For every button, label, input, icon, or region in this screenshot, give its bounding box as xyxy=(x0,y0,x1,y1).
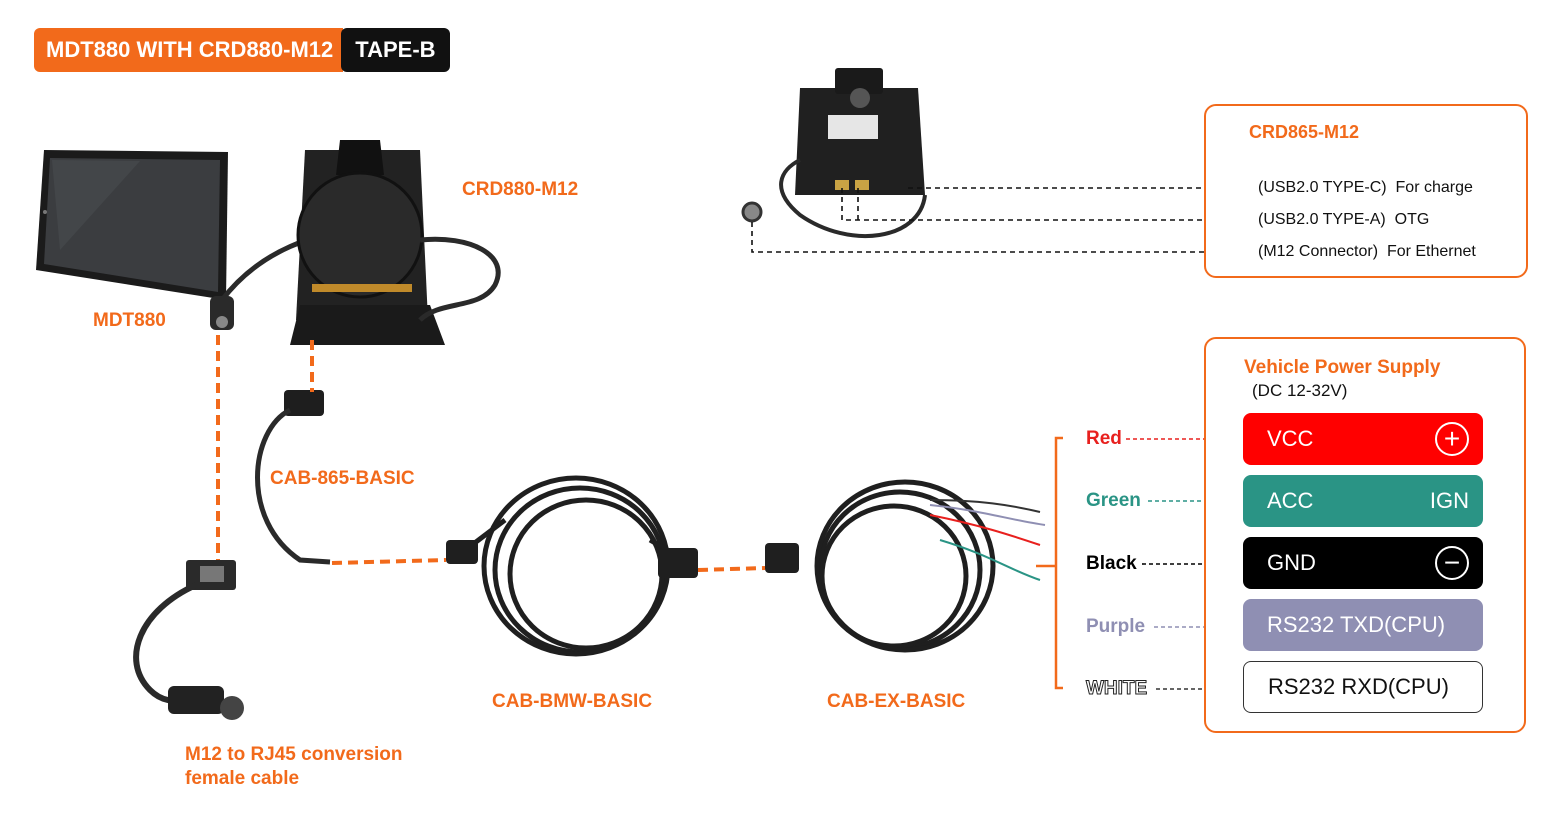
cradle-image xyxy=(290,140,501,345)
plus-icon: + xyxy=(1435,422,1469,456)
wire-label-red: Red xyxy=(1086,428,1122,449)
pin-label: ACC xyxy=(1267,488,1314,513)
port-name: (USB2.0 TYPE-C) xyxy=(1258,179,1387,196)
label-cab865: CAB-865-BASIC xyxy=(270,468,415,489)
port-name: (M12 Connector) xyxy=(1258,243,1379,260)
port-desc: For Ethernet xyxy=(1386,243,1476,260)
label-ex: CAB-EX-BASIC xyxy=(827,691,966,712)
pin-rxd: RS232 RXD(CPU) xyxy=(1243,661,1483,713)
ex-connector xyxy=(765,543,799,573)
wire-label-purple: Purple xyxy=(1086,616,1146,637)
wire-label-black: Black xyxy=(1086,553,1137,574)
tape-badge: TAPE-B xyxy=(341,28,450,72)
crd865-device-image xyxy=(741,68,927,238)
crd865-port-m12: (M12 Connector) For Ethernet xyxy=(1258,243,1476,261)
m12-rj45-cable-image xyxy=(133,560,244,720)
pin-label: RS232 RXD(CPU) xyxy=(1268,674,1449,699)
orange-connections xyxy=(216,335,766,572)
pin-vcc: VCC + xyxy=(1243,413,1483,465)
wire-bracket xyxy=(1036,436,1063,690)
label-cradle: CRD880-M12 xyxy=(462,179,579,200)
port-name: (USB2.0 TYPE-A) xyxy=(1258,211,1386,228)
label-bmw: CAB-BMW-BASIC xyxy=(492,691,653,712)
pin-txd: RS232 TXD(CPU) xyxy=(1243,599,1483,651)
crd865-port-typec: (USB2.0 TYPE-C) For charge xyxy=(1258,179,1473,197)
crd865-box: CRD865-M12 (USB2.0 TYPE-C) For charge (U… xyxy=(1204,104,1528,278)
pin-label: GND xyxy=(1267,550,1316,575)
label-tablet: MDT880 xyxy=(93,310,166,331)
ex-wire-ends xyxy=(929,499,1046,581)
crd865-title: CRD865-M12 xyxy=(1249,122,1360,142)
pin-acc: ACC IGN xyxy=(1243,475,1483,527)
bmw-connector-right xyxy=(658,548,698,578)
port-desc: For charge xyxy=(1395,179,1473,196)
title-bar: MDT880 WITH CRD880-M12 TAPE-B xyxy=(34,28,450,72)
crd865-port-typea: (USB2.0 TYPE-A) OTG xyxy=(1258,211,1429,229)
wire-label-green: Green xyxy=(1086,490,1141,511)
minus-icon: − xyxy=(1435,546,1469,580)
pin-gnd: GND − xyxy=(1243,537,1483,589)
power-supply-subtitle: (DC 12-32V) xyxy=(1252,381,1348,400)
label-m12-line1: M12 to RJ45 conversion xyxy=(185,744,403,765)
pin-extra: IGN xyxy=(1429,488,1469,513)
page-title: MDT880 WITH CRD880-M12 xyxy=(34,28,344,72)
port-desc: OTG xyxy=(1394,211,1430,228)
power-supply-title: Vehicle Power Supply xyxy=(1244,357,1441,378)
bmw-cable-image xyxy=(466,475,687,657)
pin-label: RS232 TXD(CPU) xyxy=(1267,612,1446,637)
pin-label: VCC xyxy=(1267,426,1314,451)
crd865-leader-lines xyxy=(751,187,1256,253)
tablet-image xyxy=(36,150,228,300)
cab865-cable-image xyxy=(255,390,331,565)
wire-label-white: WHITE xyxy=(1085,678,1148,700)
ex-cable-image xyxy=(814,479,996,653)
label-m12-line2: female cable xyxy=(185,768,300,789)
bmw-connector-left xyxy=(446,540,478,564)
